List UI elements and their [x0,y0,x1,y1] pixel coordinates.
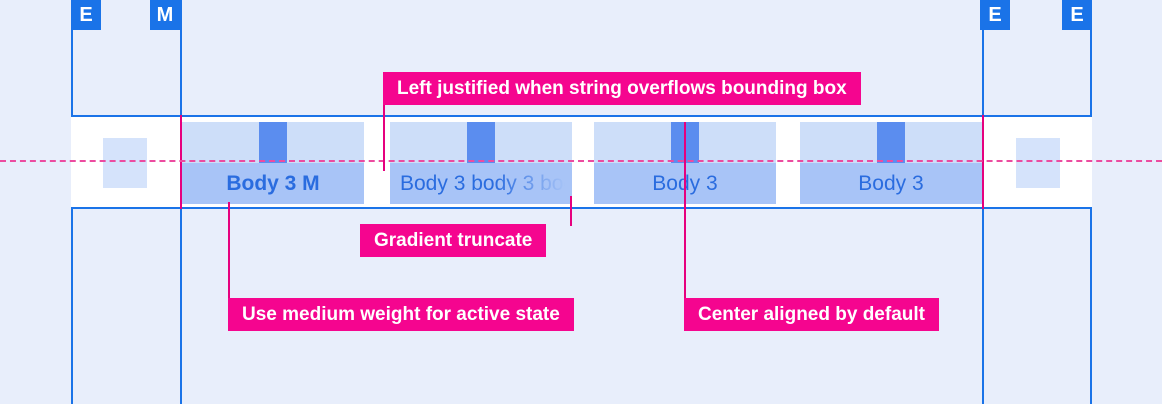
tab-icon-band [390,122,572,163]
tab-icon-band [800,122,982,163]
annotation-medium-weight: Use medium weight for active state [228,298,574,331]
annotation-left-justified: Left justified when string overflows bou… [383,72,861,105]
edge-stub-left [103,138,147,188]
tab-body-3-overflow[interactable]: Body 3 body 3 body 3 [390,122,572,204]
badge-e-right-inner: E [980,0,1010,30]
vertical-center-guide [0,160,1162,162]
tab-label: Body 3 body 3 body 3 [400,172,572,195]
tab-body-3-m-active[interactable]: Body 3 M [182,122,364,204]
annotation-center-aligned: Center aligned by default [684,298,939,331]
tab-icon [259,122,287,163]
leader-gradient-truncate [570,196,572,226]
tab-icon-band [182,122,364,163]
leader-medium-weight [228,202,230,300]
badge-e-right-outer: E [1062,0,1092,30]
tab-label-band: Body 3 [800,163,982,204]
tab-label-band: Body 3 M [182,163,364,204]
badge-m-left-inner: M [150,0,180,30]
tab-label-band: Body 3 body 3 body 3 [390,163,572,204]
tab-body-3-last[interactable]: Body 3 [800,122,982,204]
edge-stub-right [1016,138,1060,188]
annotation-gradient-truncate: Gradient truncate [360,224,547,257]
tab-label: Body 3 [858,172,924,195]
leader-left-justified [383,105,385,171]
leader-center-aligned [684,122,686,300]
panel-guide-left-tab-start [180,115,182,209]
tab-icon [877,122,905,163]
badge-e-left-outer: E [71,0,101,30]
panel-guide-right-tab-end [982,115,984,209]
tab-icon [467,122,495,163]
tab-label: Body 3 M [226,172,320,195]
